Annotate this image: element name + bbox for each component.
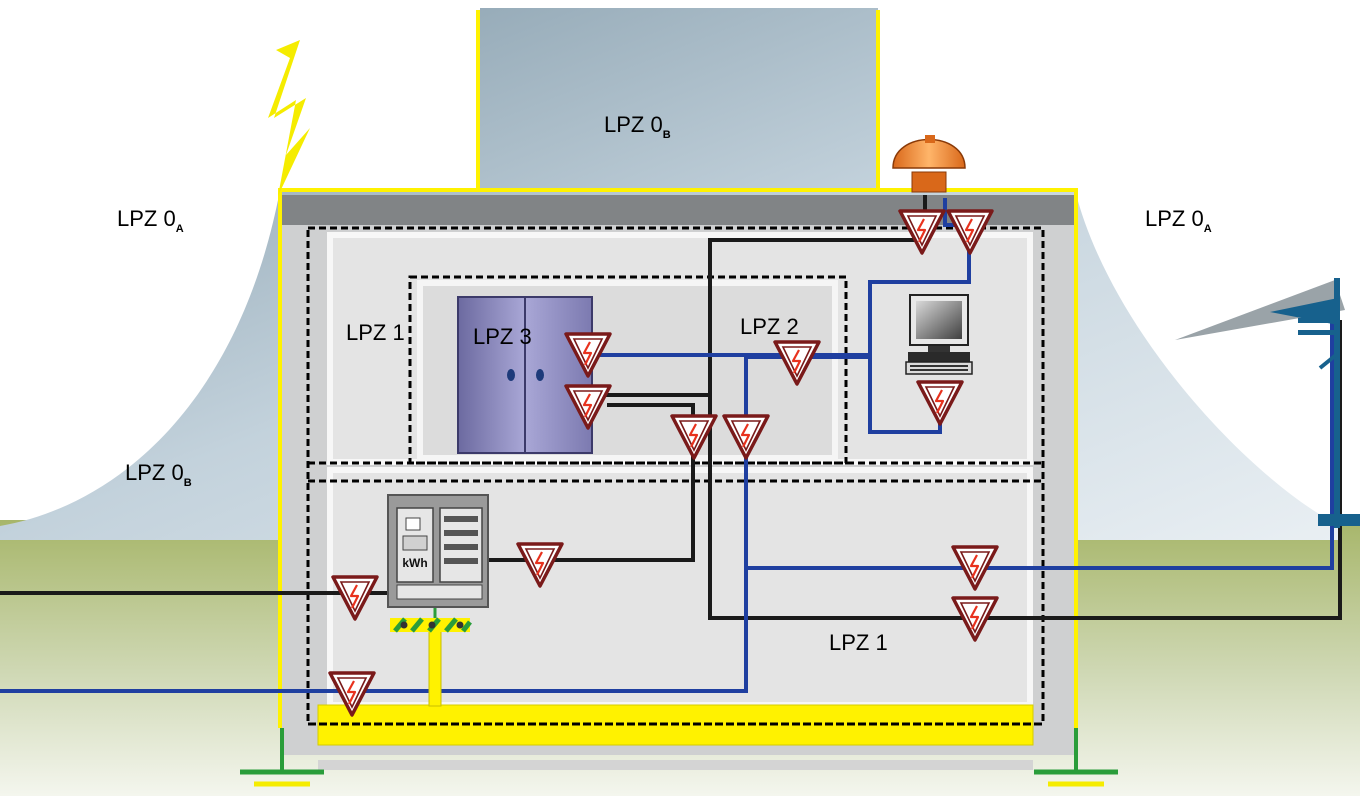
foundation-base	[318, 760, 1033, 770]
satellite-dish-icon	[892, 135, 966, 193]
computer-icon	[905, 294, 973, 375]
ground-icon	[1034, 728, 1118, 787]
lpz-boundary-lines	[278, 10, 1078, 728]
cabinet-icon	[457, 296, 593, 454]
zone-label-lpz1-lower: LPZ 1	[829, 630, 888, 655]
zone-label-lpz2: LPZ 2	[740, 314, 799, 339]
ground-icon	[240, 728, 324, 787]
zone-label-lpz0a-right: LPZ 0A	[1145, 206, 1212, 235]
meter-label: kWh	[402, 556, 427, 570]
zone-label-lpz0a-left: LPZ 0A	[117, 206, 184, 235]
energy-meter-icon: kWh	[387, 494, 489, 608]
zone-label-lpz0b-left: LPZ 0B	[125, 460, 192, 489]
antenna-icon	[1175, 278, 1360, 528]
zone-label-lpz0b-top: LPZ 0B	[604, 112, 671, 141]
dashed-zone-boundaries	[306, 226, 1045, 726]
zone-label-lpz3: LPZ 3	[473, 324, 532, 349]
lightning-bolt-icon	[268, 40, 310, 196]
equipotential-bonding-bar	[390, 608, 472, 707]
zone-label-lpz1-upper: LPZ 1	[346, 320, 405, 345]
